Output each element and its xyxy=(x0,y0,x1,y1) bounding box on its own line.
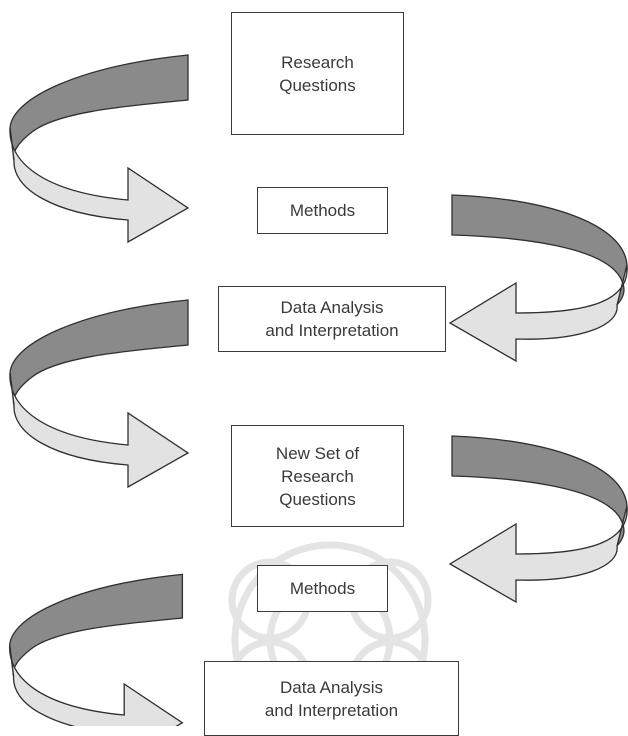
connector-arrows xyxy=(9,54,628,726)
step-research-questions: Research Questions xyxy=(231,12,404,135)
ribbon-back-band xyxy=(9,299,189,406)
watermark-ring-1 xyxy=(231,541,429,726)
curved-arrow-4 xyxy=(448,435,628,604)
step-new-research-questions: New Set of Research Questions xyxy=(231,425,404,527)
ribbon-arrow-head xyxy=(448,264,628,363)
step-data-analysis: Data Analysis and Interpretation xyxy=(218,286,446,352)
step-methods: Methods xyxy=(257,187,388,234)
ribbon-arrow-head xyxy=(9,372,190,489)
ribbon-arrow-head xyxy=(9,127,190,244)
ribbon-back-band xyxy=(9,54,189,161)
step-methods-2: Methods xyxy=(257,565,388,612)
ribbon-arrow-head xyxy=(448,505,628,604)
curved-arrow-2 xyxy=(448,194,628,363)
curved-arrow-1 xyxy=(9,54,190,244)
ribbon-back-band xyxy=(9,573,184,677)
curved-arrow-3 xyxy=(9,299,190,489)
step-data-analysis-2: Data Analysis and Interpretation xyxy=(204,661,459,736)
ribbon-arrow-head xyxy=(9,645,184,726)
ribbon-back-band xyxy=(451,194,628,306)
ribbon-back-band xyxy=(451,435,628,547)
curved-arrow-5 xyxy=(9,573,184,726)
